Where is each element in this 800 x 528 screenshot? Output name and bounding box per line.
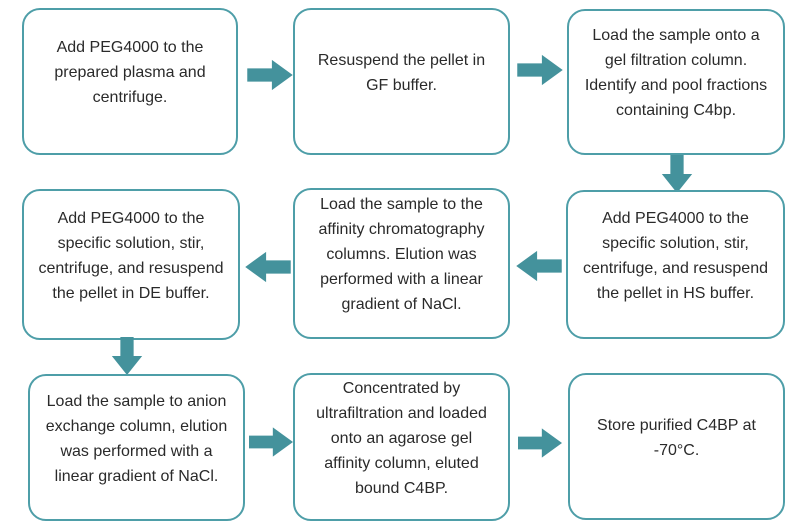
arrow-right-icon: [518, 425, 562, 461]
flow-step-8: Concentrated by ultrafiltration and load…: [293, 373, 510, 521]
arrow-left-icon: [245, 249, 291, 285]
flow-step-2-label: Resuspend the pellet in GF buffer.: [317, 51, 486, 94]
flow-step-4: Add PEG4000 to the specific solution, st…: [566, 190, 785, 339]
flow-step-1-label: Add PEG4000 to the prepared plasma and c…: [54, 39, 206, 106]
flow-step-1: Add PEG4000 to the prepared plasma and c…: [22, 8, 238, 155]
flow-step-7-label: Load the sample to anion exchange column…: [45, 392, 228, 485]
arrow-down-icon: [109, 337, 145, 375]
flow-step-3-label: Load the sample onto a gel filtration co…: [584, 27, 768, 119]
flow-step-5: Load the sample to the affinity chromato…: [293, 188, 510, 339]
arrow-right-icon: [249, 424, 293, 460]
arrow-left-icon: [516, 248, 562, 284]
flow-step-6: Add PEG4000 to the specific solution, st…: [22, 189, 240, 340]
flow-step-6-label: Add PEG4000 to the specific solution, st…: [38, 209, 224, 302]
flow-step-9: Store purified C4BP at -70°C.: [568, 373, 785, 520]
flow-step-5-label: Load the sample to the affinity chromato…: [318, 196, 485, 313]
arrow-right-icon: [247, 57, 293, 93]
flow-step-9-label: Store purified C4BP at -70°C.: [597, 416, 756, 459]
arrow-down-icon: [659, 155, 695, 193]
arrow-right-icon: [517, 52, 563, 88]
flow-step-8-label: Concentrated by ultrafiltration and load…: [316, 379, 487, 497]
flow-step-4-label: Add PEG4000 to the specific solution, st…: [582, 209, 768, 302]
flow-step-7: Load the sample to anion exchange column…: [28, 374, 245, 521]
flow-step-2: Resuspend the pellet in GF buffer.: [293, 8, 510, 155]
flow-step-3: Load the sample onto a gel filtration co…: [567, 9, 785, 155]
